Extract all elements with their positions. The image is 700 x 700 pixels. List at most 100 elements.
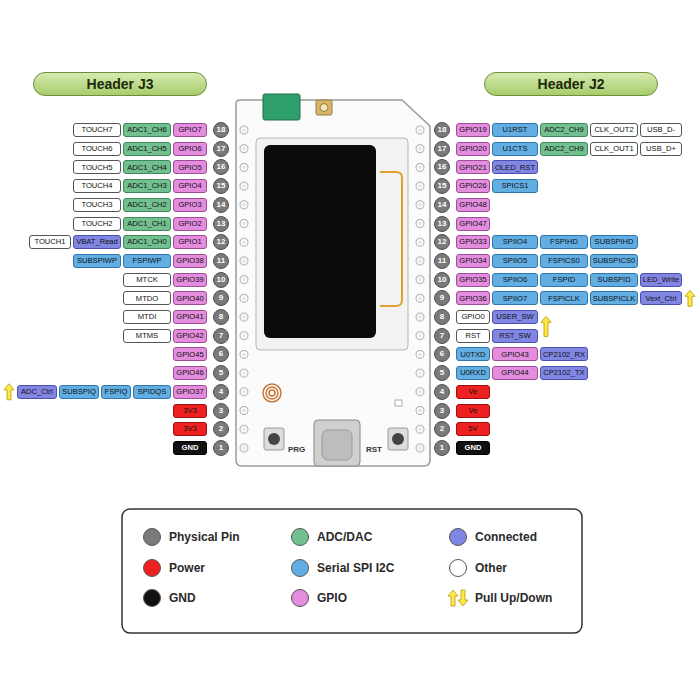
node-text: 2 — [219, 425, 223, 433]
node-text: ADC1_CH4 — [127, 164, 167, 172]
node-text: GPIO44 — [501, 369, 528, 377]
node-text: ADC1_CH5 — [127, 145, 167, 153]
pin-number: 11 — [213, 253, 229, 269]
node-text: USER_SW — [496, 313, 534, 321]
node-text: 3V3 — [183, 407, 197, 415]
pin-function-box: Vext_Ctrl — [640, 291, 682, 305]
node-text: GPIO40 — [176, 295, 203, 303]
pull-arrow — [448, 590, 458, 606]
node-text: SUBSPICLK — [593, 295, 636, 303]
legend-text: Serial SPI I2C — [317, 562, 394, 574]
node-text: GPIO43 — [501, 351, 528, 359]
node-text: 13 — [217, 220, 226, 228]
node-text: SUBSPIWP — [77, 257, 117, 265]
led — [395, 400, 402, 406]
node-text: FSPIHD — [550, 238, 578, 246]
node-text: GND — [465, 444, 482, 452]
pin-function-box: OLED_RST — [492, 160, 538, 174]
node-text: SUBSPID — [597, 276, 630, 284]
node-text: ADC2_CH9 — [544, 126, 584, 134]
pin-function-box: GPIO44 — [492, 366, 538, 380]
pin-function-box: GPIO40 — [173, 291, 207, 305]
pin-function-box: GPIO20 — [456, 142, 490, 156]
pin-function-box: FSPIHD — [540, 235, 588, 249]
pin-number: 10 — [434, 272, 450, 288]
pin-function-box: MTCK — [123, 273, 171, 287]
pin-function-box: GPIO2 — [173, 217, 207, 231]
node-text: 2 — [440, 425, 444, 433]
pin-function-box: SUBSPICS0 — [590, 254, 638, 268]
node-text: 17 — [438, 145, 447, 153]
pin-function-box: USB_D- — [640, 123, 682, 137]
node-text: SPIIO6 — [503, 276, 527, 284]
node-text: Ve — [469, 407, 478, 415]
pin-function-box: ADC1_CH6 — [123, 123, 171, 137]
node-text: GPIO42 — [176, 332, 203, 340]
pin-function-box: GPIO45 — [173, 347, 207, 361]
legend-swatch — [449, 528, 467, 546]
node-text: CP2102_TX — [543, 369, 584, 377]
node-text: GPIO35 — [459, 276, 486, 284]
legend-text: Pull Up/Down — [475, 592, 552, 604]
pin-function-box: SUBSPIQ — [59, 385, 99, 399]
node-text: 16 — [217, 163, 226, 171]
legend-entry: GND — [143, 588, 196, 608]
legend-swatch — [291, 528, 309, 546]
pin-number: 6 — [213, 346, 229, 362]
pin-function-box: Ve — [456, 404, 490, 418]
node-text: GND — [182, 444, 199, 452]
node-text: SUBSPICS0 — [593, 257, 636, 265]
legend-swatch — [291, 559, 309, 577]
node-text: 1 — [440, 444, 444, 452]
pin-function-box: CLK_OUT1 — [590, 142, 638, 156]
node-text: 10 — [217, 276, 226, 284]
node-text: 5 — [440, 369, 444, 377]
pull-arrow — [541, 316, 551, 336]
pin-function-box: MTMS — [123, 329, 171, 343]
pin-function-box: GPIO7 — [173, 123, 207, 137]
pin-function-box: SUBSPID — [590, 273, 638, 287]
pin-number: 9 — [434, 290, 450, 306]
node-text: GPIO33 — [459, 238, 486, 246]
pin-function-box: 5V — [456, 422, 490, 436]
node-text: GPIO1 — [178, 238, 201, 246]
pin-function-box: GND — [173, 441, 207, 455]
pin-function-box: MTDO — [123, 291, 171, 305]
node-text: ADC1_CH1 — [127, 220, 167, 228]
node-text: FSPICLK — [548, 295, 580, 303]
node-text: 12 — [438, 238, 447, 246]
legend-entry: Connected — [449, 527, 537, 547]
pin-function-box: RST_SW — [492, 329, 538, 343]
legend-text: Other — [475, 562, 507, 574]
pin-function-box: GND — [456, 441, 490, 455]
pin-function-box: SPIIO7 — [492, 291, 538, 305]
pin-function-box: ADC2_CH9 — [540, 123, 588, 137]
node-text: 11 — [217, 257, 225, 265]
pin-function-box: TOUCH4 — [73, 179, 121, 193]
pin-function-box: GPIO37 — [173, 385, 207, 399]
node-text: GPIO0 — [461, 313, 484, 321]
pin-function-box: TOUCH2 — [73, 217, 121, 231]
node-text: TOUCH1 — [34, 238, 65, 246]
node-text: SUBSPIQ — [62, 388, 96, 396]
pin-function-box: GPIO43 — [492, 347, 538, 361]
pin-number: 16 — [213, 159, 229, 175]
pin-function-box: MTDI — [123, 310, 171, 324]
node-text: GPIO38 — [176, 257, 203, 265]
pin-number: 13 — [434, 216, 450, 232]
pin-function-box: CLK_OUT2 — [590, 123, 638, 137]
pin-function-box: GPIO36 — [456, 291, 490, 305]
node-text: MTCK — [136, 276, 158, 284]
node-text: 15 — [217, 182, 226, 190]
coil — [269, 390, 275, 396]
node-text: 11 — [438, 257, 446, 265]
node-text: CP2102_RX — [543, 351, 585, 359]
pin-number: 9 — [213, 290, 229, 306]
pin-holes — [238, 121, 250, 458]
pin-function-box: FSPIQ — [101, 385, 131, 399]
node-text: TOUCH6 — [81, 145, 112, 153]
pin-function-box: GPIO6 — [173, 142, 207, 156]
node-text: 14 — [438, 201, 447, 209]
node-text: ADC1_CH0 — [127, 238, 167, 246]
node-text: TOUCH3 — [81, 201, 112, 209]
